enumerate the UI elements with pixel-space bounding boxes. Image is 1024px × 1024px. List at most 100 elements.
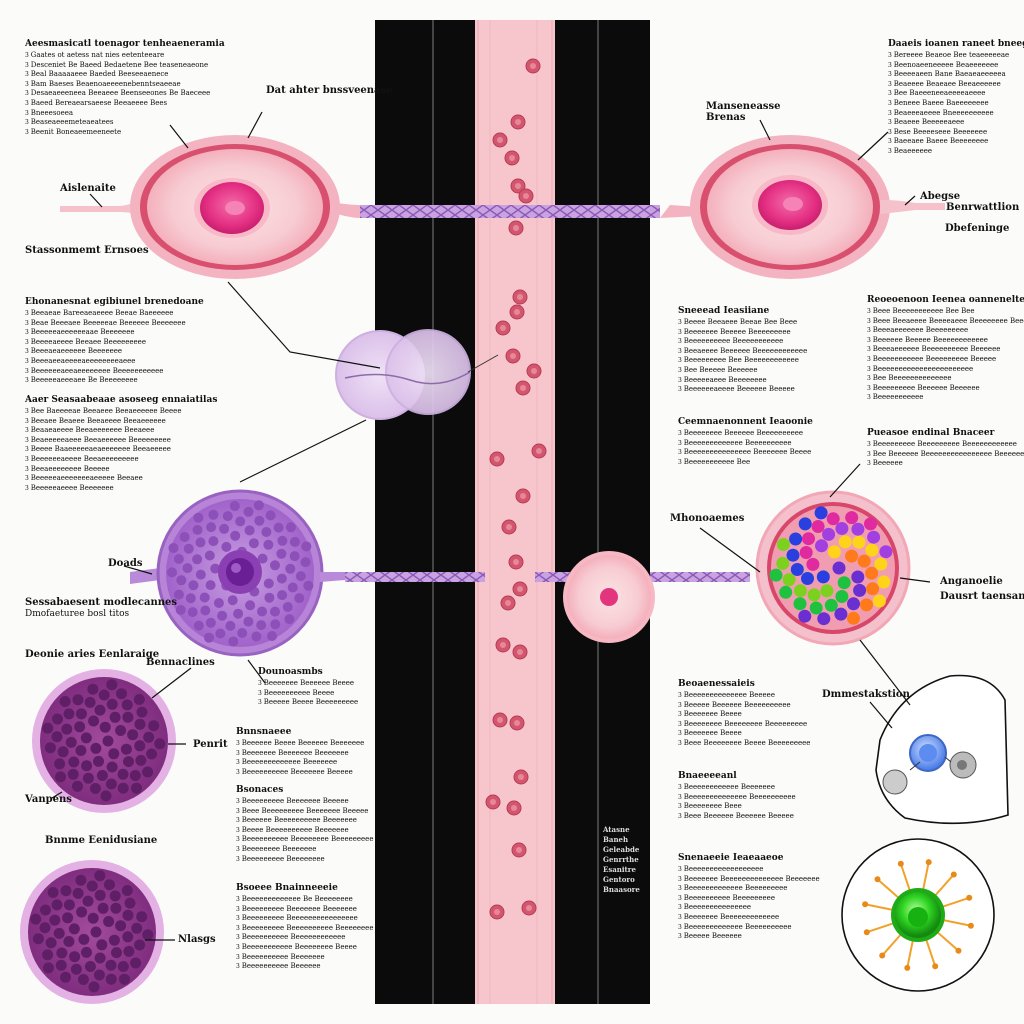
text-block-line: Beeeeeaeee Beeeeeeee	[678, 376, 807, 386]
colored-granule	[822, 527, 836, 541]
cell-texture-spot	[72, 887, 84, 899]
granule	[204, 632, 214, 643]
cell-texture-spot	[43, 962, 54, 974]
cell-texture-spot	[106, 761, 118, 773]
deep-purple-cell-1	[32, 669, 176, 813]
spike	[942, 896, 970, 908]
colored-granule	[826, 512, 840, 526]
text-block-line: Beeeeeeeee Beeeeeeee	[236, 855, 373, 865]
red-blood-cell-center	[517, 649, 523, 655]
cell-texture-spot	[130, 957, 142, 969]
cell-texture-spot	[45, 937, 57, 949]
label-membrane: Manseneasse Brenas	[706, 101, 781, 123]
text-block-line: Beeeeeeeeee Beeeeeeeeeee	[678, 337, 807, 347]
granule	[205, 617, 216, 628]
granule	[245, 600, 256, 611]
text-block-line: Desceniet Be Baeed Bedaetene Bee teasene…	[25, 61, 225, 71]
text-block: Sneeead IeasiianeBeeee Beeaeee Beeae Bee…	[678, 305, 807, 395]
text-block-line: Baeed Bereaearsaeese Beeaeeee Bees	[25, 99, 225, 109]
cell-texture-spot	[105, 959, 117, 971]
cell-texture-spot	[105, 973, 117, 985]
granule	[182, 563, 193, 574]
red-blood-cell-center	[511, 805, 517, 811]
label-organelle-b: Dausrt taensanine	[940, 591, 1024, 602]
spike	[899, 863, 911, 891]
granule	[257, 553, 268, 564]
cell-texture-spot	[123, 945, 135, 957]
granule	[173, 589, 184, 600]
cell-texture-spot	[93, 755, 104, 767]
label-doads: Doads	[108, 558, 143, 569]
granule	[285, 563, 296, 574]
granule	[195, 537, 206, 548]
text-block-line: Beeeeeeeeee Beeeeeee	[236, 953, 373, 963]
cell-texture-spot	[98, 689, 110, 701]
colored-granule	[793, 597, 807, 611]
cell-texture-spot	[75, 745, 87, 756]
granule	[300, 557, 311, 568]
text-block-line: Beeeeeeeee Beeeeee Beeeeee	[867, 384, 1024, 394]
cell-texture-spot	[133, 694, 145, 705]
text-block-line: Beeeeeeeeeeeeeee Beeeeeee Beeee	[678, 448, 813, 458]
cell-texture-spot	[75, 708, 87, 720]
cell-texture-spot	[136, 911, 148, 923]
bar-label: Bnaasore	[603, 885, 640, 894]
colored-granule	[817, 612, 831, 626]
granule	[192, 524, 203, 535]
cell-texture-spot	[39, 922, 51, 934]
cell-texture-spot	[109, 711, 121, 723]
cell-texture-spot	[57, 746, 69, 758]
text-block-line: Beeeeee	[867, 459, 1024, 469]
label-axon-left-sub: Stassonmemt Ernsoes	[25, 245, 149, 256]
label-mid-left-b: Dmofaeturee bosl titos	[25, 609, 130, 619]
label-vanpens: Vanpens	[25, 794, 72, 805]
text-block-line: Beeeeaeeee Beeaee Beeeeeeeee	[25, 338, 204, 348]
text-block-line: Beeee Beeeeeeeeee Beeeeeee	[236, 826, 373, 836]
text-block-title: Aaer Seasaabeaae asoseeg ennaiatilas	[25, 395, 218, 405]
text-block-line: Beaaeaeeee Beeaeeeeeee Beeaeee	[25, 426, 217, 436]
text-block-line: Beeeeeaeeeeeeeaeeeee Beeaee	[25, 474, 217, 484]
text-block-title: Reoeoenoon Ieenea oanneneltenioe	[867, 295, 1024, 305]
granule	[270, 606, 280, 617]
label-organelle-a: Anganoelie	[940, 576, 1003, 587]
red-blood-cell-center	[500, 642, 506, 648]
text-block-line: Beenit Boneaeemeeneete	[25, 128, 225, 138]
cell-texture-spot	[65, 736, 77, 748]
granule	[179, 532, 190, 542]
colored-granule	[824, 598, 838, 612]
colored-granule	[798, 517, 812, 531]
granule	[263, 539, 274, 550]
cell-texture-spot	[123, 756, 134, 768]
granule	[235, 516, 246, 527]
cell-texture-spot	[68, 756, 80, 768]
bar-label: Geleabde	[603, 845, 640, 854]
cell-texture-spot	[42, 722, 54, 734]
text-block-line: Bam Baeses Beaenoaeeeenebenntseaeeae	[25, 80, 225, 90]
cell-texture-spot	[53, 927, 65, 939]
granule	[289, 536, 300, 547]
cell-texture-spot	[102, 735, 114, 747]
text-block-line: Beaeeee Beaeaee Beeaeeeeee	[888, 80, 1024, 90]
granule	[301, 541, 312, 552]
text-block: BnnsnaeeeBeeeeee Beeee Beeeeee BeeeeeeeB…	[236, 726, 364, 777]
granule	[188, 580, 199, 591]
black-bar-left	[375, 20, 475, 1004]
text-block-line: Bee Baeeeneeaeeeeaeeee	[888, 89, 1024, 99]
text-block: Snenaeeie IeaeaaeoeBeeeeeeeeeeeeeeeeeeBe…	[678, 852, 820, 942]
red-blood-cell-center	[531, 368, 537, 374]
spike-tip	[955, 947, 962, 954]
cell-texture-spot	[77, 974, 89, 985]
text-block-line: Beeeeeeeee Beeeeeeeeee Beeeeeeee	[236, 924, 374, 934]
text-block: Pueasoe endinal BnaceerBeeeeeeeee Beeeee…	[867, 427, 1024, 469]
cell-texture-spot	[117, 961, 129, 972]
cell-texture-spot	[55, 771, 66, 783]
text-block-line: Beeeeeeeeee Beeeeeeee Beeeeeeeee	[236, 835, 374, 845]
bar-label: Atasne	[603, 825, 630, 834]
granule	[237, 628, 248, 638]
cell-texture-spot	[121, 885, 133, 896]
cell-texture-spot	[122, 931, 134, 943]
colored-granule	[851, 570, 865, 584]
cell-texture-spot	[44, 742, 56, 754]
text-block-line: Beeaee Beaeee Beeaeeee Beeaeeeeee	[25, 417, 217, 427]
cell-texture-spot	[80, 732, 92, 744]
